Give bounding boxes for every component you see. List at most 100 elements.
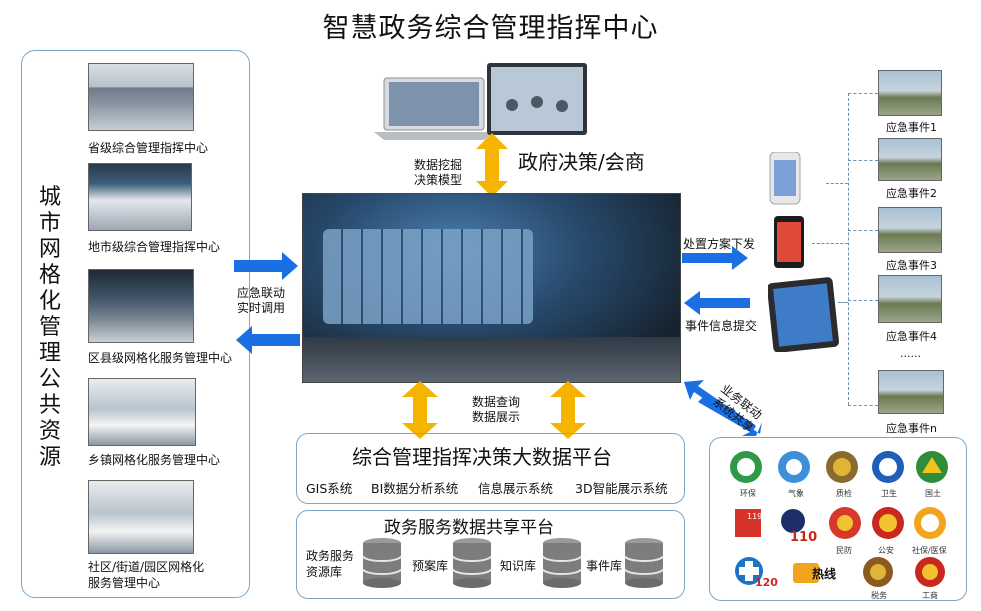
video-wall bbox=[323, 229, 533, 324]
database-icon bbox=[542, 538, 582, 588]
monitor-person-1 bbox=[506, 99, 518, 111]
label-agency-land: 国土 bbox=[925, 489, 941, 498]
monitor-person-3 bbox=[556, 100, 568, 112]
dash-branch-2 bbox=[848, 160, 878, 161]
arrow-report bbox=[684, 291, 750, 315]
gold-double-arrow-right bbox=[550, 381, 586, 439]
fire-119-icon bbox=[735, 509, 761, 537]
label-town-center: 乡镇网格化服务管理中心 bbox=[88, 453, 221, 467]
label-civil-defense: 民防 bbox=[836, 546, 852, 555]
label-provincial-center: 省级综合管理指挥中心 bbox=[88, 141, 209, 155]
arrow-right-to-center bbox=[234, 252, 298, 280]
left-vertical-title: 城市网格化管理公共资源 bbox=[38, 185, 61, 470]
label-event-4: 应急事件4 bbox=[886, 330, 937, 343]
photo-event-4 bbox=[878, 275, 942, 323]
arrow-diag-up bbox=[684, 380, 756, 432]
label-agency-weather: 气象 bbox=[788, 489, 804, 498]
db-label-gov-2: 资源库 bbox=[306, 565, 343, 579]
system-3d-display: 3D智能展示系统 bbox=[575, 481, 668, 496]
arrow-left-to-panel bbox=[236, 326, 300, 354]
label-agency-quality: 质检 bbox=[836, 489, 852, 498]
photo-event-2 bbox=[878, 138, 942, 181]
label-public-security: 公安 bbox=[878, 546, 894, 555]
label-data-mining: 数据挖掘 bbox=[414, 158, 463, 172]
label-decision-model: 决策模型 bbox=[414, 173, 463, 187]
label-community-center-2: 服务管理中心 bbox=[88, 576, 161, 590]
dash-trunk bbox=[848, 93, 849, 405]
system-info-display: 信息展示系统 bbox=[478, 481, 554, 496]
dash-branch-1 bbox=[848, 93, 878, 94]
photo-provincial-center bbox=[88, 63, 194, 131]
arrow-dispatch bbox=[682, 246, 748, 270]
gold-double-arrow-left bbox=[402, 381, 438, 439]
photo-town-center bbox=[88, 378, 196, 446]
db-label-plan: 预案库 bbox=[412, 559, 449, 573]
label-commerce: 工商 bbox=[922, 591, 938, 600]
dash-phone-1 bbox=[826, 183, 848, 184]
agency-logos-row-2 bbox=[735, 507, 946, 539]
label-agency-env: 环保 bbox=[740, 489, 756, 498]
photo-event-1 bbox=[878, 70, 942, 116]
label-data-query: 数据查询 bbox=[472, 395, 521, 409]
agency-logos-row-1 bbox=[730, 451, 948, 483]
label-data-display: 数据展示 bbox=[472, 410, 521, 424]
label-event-report: 事件信息提交 bbox=[685, 319, 758, 333]
page-title: 智慧政务综合管理指挥中心 bbox=[322, 13, 659, 44]
label-event-3: 应急事件3 bbox=[886, 259, 937, 272]
photo-city-center bbox=[88, 163, 192, 231]
dash-phone-2 bbox=[812, 243, 848, 244]
photo-event-3 bbox=[878, 207, 942, 253]
middle-gold-arrows bbox=[402, 381, 586, 439]
label-social-security: 社保/医保 bbox=[912, 546, 947, 555]
label-120: 120 bbox=[755, 576, 778, 589]
db-label-knowledge: 知识库 bbox=[500, 559, 537, 573]
gold-double-arrow-top bbox=[476, 133, 508, 197]
data-share-platform-box bbox=[296, 510, 685, 599]
label-tax: 税务 bbox=[871, 591, 887, 600]
database-icon bbox=[624, 538, 664, 588]
command-center-photo bbox=[302, 193, 681, 383]
label-agency-health: 卫生 bbox=[881, 489, 897, 498]
db-label-gov-1: 政务服务 bbox=[306, 549, 355, 563]
database-icons bbox=[362, 538, 664, 588]
label-realtime-call: 实时调用 bbox=[237, 301, 286, 315]
label-110: 110 bbox=[790, 530, 818, 545]
monitor-person-2 bbox=[531, 96, 543, 108]
top-gold-arrow bbox=[476, 133, 508, 197]
system-gis: GIS系统 bbox=[306, 481, 353, 496]
right-flow-arrows bbox=[682, 246, 750, 315]
diagonal-linkage-arrows bbox=[684, 380, 762, 436]
left-bidirectional-arrows bbox=[234, 252, 300, 354]
hotline-icon bbox=[793, 563, 819, 583]
agencies-box bbox=[709, 437, 967, 601]
label-emergency-linkage: 应急联动 bbox=[237, 286, 286, 300]
photo-county-center bbox=[88, 269, 194, 343]
label-dispatch-plan: 处置方案下发 bbox=[683, 237, 756, 251]
label-event-1: 应急事件1 bbox=[886, 121, 937, 134]
dash-branch-3 bbox=[848, 230, 878, 231]
photo-event-n bbox=[878, 370, 944, 414]
share-platform-title: 政务服务数据共享平台 bbox=[384, 518, 554, 538]
big-data-platform-box bbox=[296, 433, 685, 504]
database-icon bbox=[452, 538, 492, 588]
label-event-n: 应急事件n bbox=[886, 422, 937, 435]
dash-branch-n bbox=[848, 405, 878, 406]
label-event-2: 应急事件2 bbox=[886, 187, 937, 200]
photo-community-center bbox=[88, 480, 194, 554]
command-floor bbox=[303, 337, 680, 382]
database-icon bbox=[362, 538, 402, 588]
label-county-center: 区县级网格化服务管理中心 bbox=[88, 351, 233, 365]
left-resources-panel bbox=[21, 50, 250, 598]
label-government-decision: 政府决策/会商 bbox=[518, 150, 645, 174]
db-label-event: 事件库 bbox=[586, 559, 623, 573]
system-bi: BI数据分析系统 bbox=[371, 481, 459, 496]
laptop-display bbox=[389, 82, 479, 126]
label-community-center-1: 社区/街道/园区网格化 bbox=[88, 560, 205, 574]
platform-title: 综合管理指挥决策大数据平台 bbox=[352, 445, 612, 469]
decision-devices-illustration bbox=[374, 63, 587, 140]
label-hotline: 热线 bbox=[812, 567, 837, 581]
police-110-icon bbox=[781, 509, 805, 533]
mobile-devices bbox=[768, 152, 839, 352]
agency-logos-row-3 bbox=[735, 557, 945, 587]
dash-tablet bbox=[838, 302, 848, 303]
